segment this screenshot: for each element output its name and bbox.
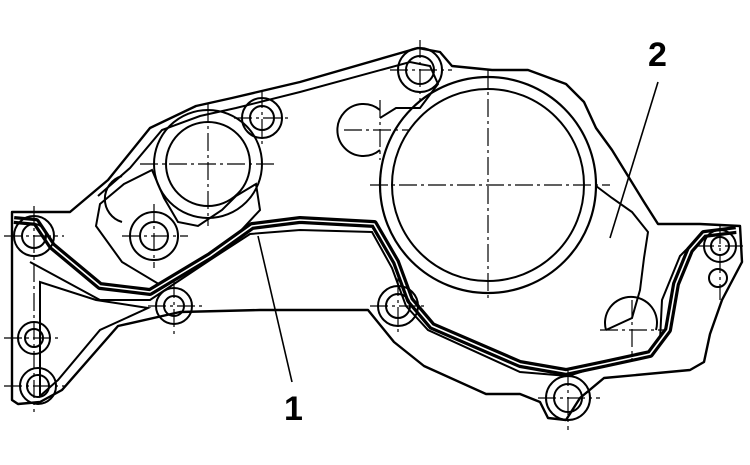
callout-label-1: 1	[284, 390, 303, 428]
callout-label-2: 2	[648, 36, 667, 74]
gasket-band-core	[13, 219, 737, 373]
right-web-outline	[595, 185, 650, 331]
boss-lower-right	[604, 295, 658, 331]
callout-leader-1	[257, 235, 293, 383]
boss-upper-mid	[336, 103, 381, 157]
gasket-band-inner	[13, 217, 737, 375]
upper-left-cutout	[94, 168, 262, 288]
gasket-band	[13, 216, 737, 376]
lower-web-outline	[29, 228, 701, 378]
boss-left	[103, 175, 123, 223]
callout-leader-2	[609, 81, 659, 239]
center-lines	[4, 40, 746, 430]
bolt-holes	[13, 47, 737, 421]
upper-web-outline	[97, 60, 440, 197]
